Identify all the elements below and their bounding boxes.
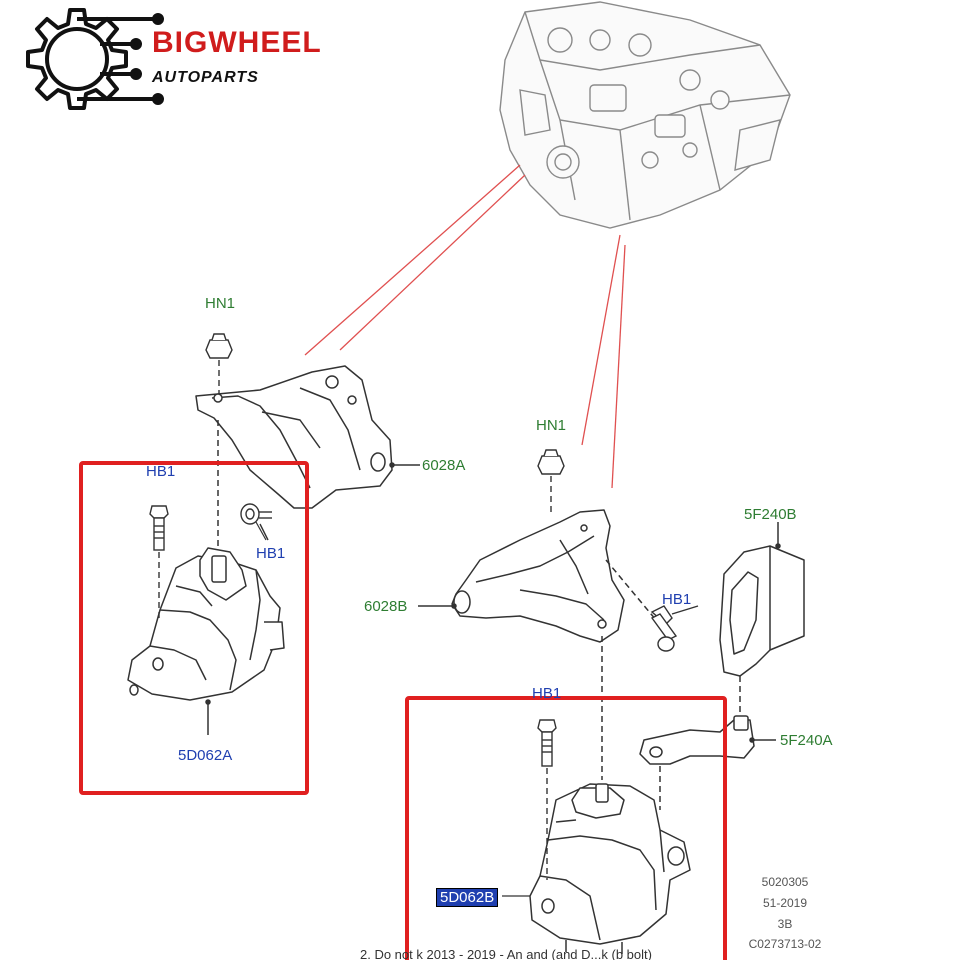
label-5d062b: 5D062B — [436, 888, 499, 907]
engine-mount-5d062b — [529, 783, 691, 954]
label-hn1-left: HN1 — [205, 295, 236, 312]
leader-lines — [304, 164, 626, 489]
bolt-hb1-right-bracket — [650, 605, 699, 652]
label-6028a: 6028A — [422, 457, 466, 474]
label-leaders — [255, 521, 530, 897]
gear-logo-icon — [26, 8, 164, 110]
bolt-hb1-right-mount — [537, 719, 557, 880]
label-6028b: 6028B — [364, 598, 408, 615]
bolt-hb1-washer — [240, 503, 272, 541]
engine-block — [499, 1, 791, 229]
bracket-6028a — [195, 365, 420, 509]
drawing-code-4: C0273713-02 — [748, 937, 822, 951]
label-hb1-left-bolt: HB1 — [146, 463, 176, 480]
highlight-box-left — [79, 461, 309, 795]
label-5d062a: 5D062A — [178, 747, 233, 764]
label-5f240a: 5F240A — [780, 732, 833, 749]
heat-shield-5f240b — [719, 522, 805, 716]
drawing-code-3: 3B — [777, 917, 793, 931]
drawing-code-1: 5020305 — [761, 875, 809, 889]
label-hb1-right-bracket: HB1 — [662, 591, 692, 608]
engine-mount-5d062a — [127, 420, 285, 735]
nut-hn1-right — [537, 449, 565, 516]
brand-subtitle: AUTOPARTS — [152, 69, 259, 86]
label-hn1-right: HN1 — [536, 417, 567, 434]
footer-note: 2. Do not k 2013 - 2019 - An and (and D.… — [360, 947, 652, 960]
label-hb1-right-mount: HB1 — [532, 685, 562, 702]
bracket-5f240a — [639, 715, 776, 810]
label-5f240b: 5F240B — [744, 506, 797, 523]
bolt-hb1-left — [149, 505, 169, 622]
bracket-6028b — [418, 509, 657, 780]
highlight-box-right — [405, 696, 727, 960]
drawing-code-2: 51-2019 — [762, 896, 808, 910]
label-hb1-left-washer: HB1 — [256, 545, 286, 562]
brand-name: BIGWHEEL — [152, 26, 322, 59]
nut-hn1-left — [205, 333, 233, 395]
